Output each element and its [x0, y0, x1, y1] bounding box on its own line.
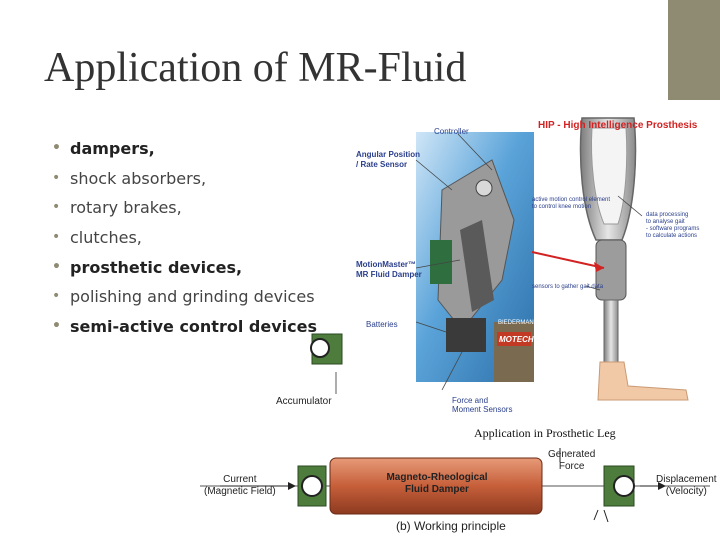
foot — [597, 361, 689, 401]
data-processing-label-3: - software programs — [646, 226, 700, 232]
brand-label-2: MOTECH — [499, 335, 534, 344]
bullet-dot: • — [52, 229, 61, 246]
pointer-line — [415, 259, 461, 269]
data-processing-label-2: to analyse gait — [646, 219, 685, 225]
bullet-item: • prosthetic devices, — [52, 253, 317, 283]
accumulator-label: Accumulator — [276, 396, 332, 407]
pointer-line — [415, 321, 447, 333]
bullet-item: • polishing and grinding devices — [52, 282, 317, 312]
displacement-line-2: (Velocity) — [665, 486, 707, 497]
bullet-dot: • — [52, 140, 61, 156]
damper-label: Magneto-Rheological Fluid Damper — [372, 472, 502, 496]
bullet-text: polishing and grinding devices — [70, 287, 315, 307]
bullet-list: • dampers, • shock absorbers, • rotary brak… — [52, 134, 317, 342]
damper-line-1: Magneto-Rheological — [386, 472, 488, 483]
pointer-line — [441, 351, 463, 391]
pivot — [475, 179, 493, 197]
controller-label: Controller — [434, 127, 469, 136]
bullet-text: prosthetic devices, — [70, 257, 243, 277]
damper-line-2: Fluid Damper — [405, 484, 469, 495]
force-label: Force and — [452, 396, 489, 405]
brand-label-1: BIEDERMANN — [498, 320, 539, 326]
bullet-dot: • — [52, 199, 61, 216]
working-principle-caption: (b) Working principle — [396, 519, 506, 533]
accumulator-eye — [310, 338, 330, 358]
slide-title: Application of MR-Fluid — [44, 45, 467, 91]
moment-sensors-label: Moment Sensors — [452, 405, 513, 414]
right-eye — [613, 475, 635, 497]
prosthesis-illustration — [415, 117, 689, 401]
accent-box — [668, 0, 720, 100]
active-motion-label-2: to control knee motion — [532, 204, 592, 210]
circuit-board — [430, 240, 452, 284]
generated-line-2: Force — [558, 461, 585, 472]
bullet-text: rotary brakes, — [70, 198, 182, 218]
current-label: Current (Magnetic Field) — [204, 474, 276, 498]
damper-body — [460, 220, 494, 312]
bullet-item: • semi-active control devices — [52, 312, 317, 342]
displacement-line-1: Displacement — [656, 474, 717, 485]
bullet-item: • rotary brakes, — [52, 193, 317, 223]
bullet-text: dampers, — [70, 139, 155, 158]
left-eye — [301, 475, 323, 497]
bullet-item: • clutches, — [52, 223, 317, 253]
generated-line-1: Generated — [548, 449, 596, 460]
bullet-dot: • — [52, 169, 61, 186]
motionmaster-label: MotionMaster™ — [356, 260, 416, 269]
current-line-1: Current — [223, 474, 257, 485]
red-arrow — [531, 251, 605, 269]
data-processing-label-4: to calculate actions — [646, 233, 698, 239]
bullet-text: semi-active control devices — [70, 317, 317, 337]
current-line-2: (Magnetic Field) — [204, 486, 276, 497]
mr-damper-label: MR Fluid Damper — [356, 270, 422, 279]
displacement-arrow-head — [658, 482, 666, 490]
bullet-dot: • — [52, 258, 61, 275]
bullet-text: shock absorbers, — [70, 168, 207, 188]
bullet-item: • dampers, — [52, 134, 317, 164]
prosthesis-title: HIP - High Intelligence Prosthesis — [538, 120, 698, 131]
sensors-gait-label: sensors to gather gait data — [532, 284, 604, 290]
batteries-label: Batteries — [366, 320, 398, 329]
active-motion-label-1: active motion control element — [532, 197, 611, 203]
pointer-line — [585, 285, 601, 291]
generated-force-label: Generated Force — [548, 449, 595, 473]
pointer-line — [457, 133, 493, 171]
wire — [603, 509, 609, 523]
red-arrow-head — [594, 262, 604, 272]
bullet-dot: • — [52, 288, 61, 305]
bullet-text: clutches, — [70, 228, 142, 248]
prosthesis-caption: Application in Prosthetic Leg — [474, 426, 616, 440]
bullet-item: • shock absorbers, — [52, 164, 317, 194]
bullet-dot: • — [52, 318, 61, 335]
wire — [593, 509, 599, 521]
socket-opening — [591, 127, 628, 225]
pointer-line — [415, 159, 453, 191]
angular-position-label: Angular Position — [356, 150, 420, 159]
damper-cylinder — [329, 457, 543, 515]
data-processing-label-1: data processing — [646, 212, 689, 218]
rate-sensor-label: / Rate Sensor — [356, 160, 408, 169]
pointer-line — [617, 195, 643, 217]
current-arrow-head — [288, 482, 296, 490]
battery-pack — [446, 318, 486, 352]
brand-box-inner — [497, 332, 531, 346]
displacement-label: Displacement (Velocity) — [656, 474, 717, 498]
